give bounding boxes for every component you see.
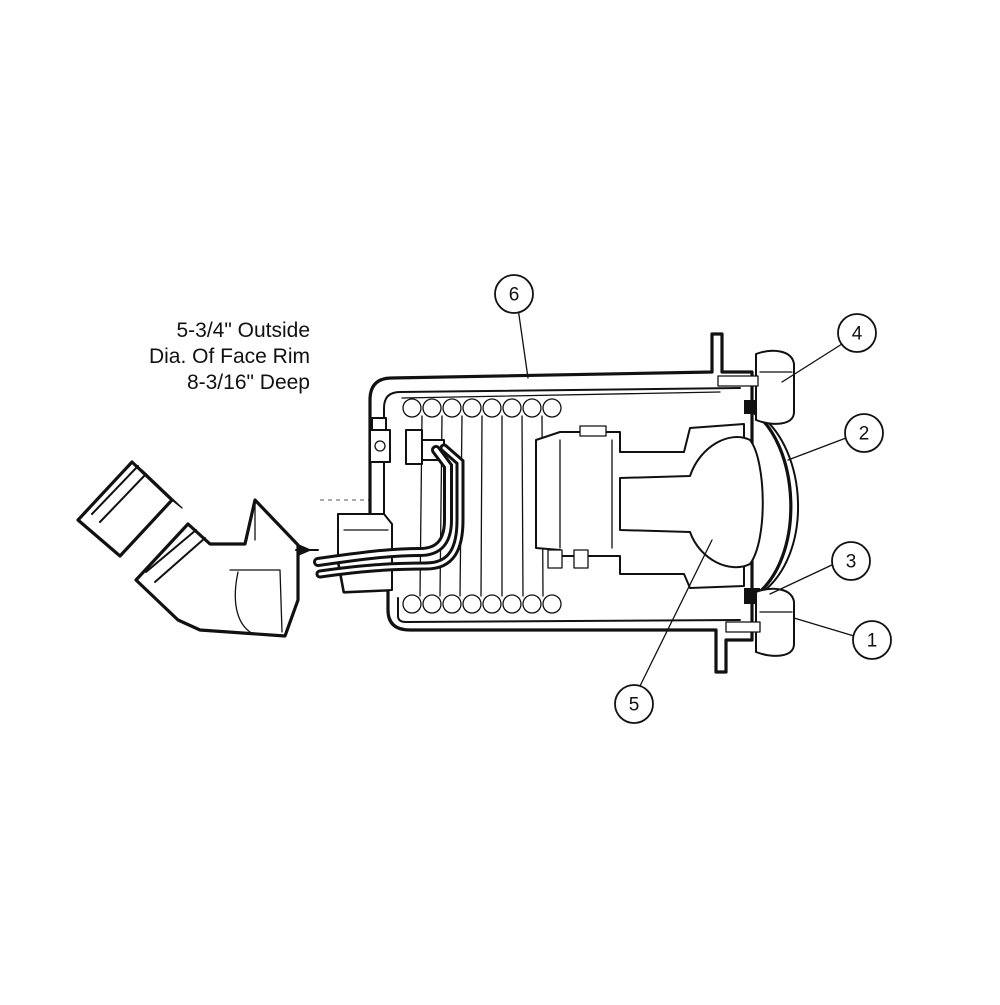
dimension-line-outside: 5-3/4" Outside — [176, 319, 310, 342]
power-cable — [313, 443, 465, 579]
cord-coil-top — [402, 398, 562, 418]
callout-2: 2 — [844, 413, 884, 453]
dimension-line-depth: 8-3/16" Deep — [186, 371, 310, 394]
callout-1: 1 — [852, 620, 892, 660]
callout-leaders — [517, 307, 855, 687]
leader-1 — [793, 617, 855, 637]
callout-6: 6 — [494, 274, 534, 314]
cord-coil-bottom — [402, 594, 562, 614]
callout-5: 5 — [614, 684, 654, 724]
lamp-bulb — [619, 436, 764, 569]
callout-1-label: 1 — [867, 631, 878, 652]
dimension-line-face-rim: Dia. Of Face Rim — [148, 345, 310, 368]
leader-6 — [517, 307, 529, 379]
leader-5 — [639, 539, 713, 687]
callout-6-label: 6 — [509, 285, 520, 306]
dimension-note: 5-3/4" Outside Dia. Of Face Rim 8-3/16" … — [149, 318, 310, 396]
leader-2 — [787, 437, 847, 461]
callout-2-label: 2 — [859, 424, 870, 445]
lens — [748, 408, 799, 600]
face-rim-screw-top — [717, 349, 795, 425]
leader-4 — [781, 343, 843, 383]
callout-4: 4 — [837, 313, 877, 353]
callout-3: 3 — [831, 541, 871, 581]
face-rim-screw-bottom — [725, 587, 795, 657]
callout-4-label: 4 — [852, 324, 863, 345]
callout-5-label: 5 — [629, 695, 640, 716]
callout-3-label: 3 — [846, 552, 857, 573]
leader-3 — [769, 563, 835, 595]
pipe-elbow-fitting — [76, 460, 319, 638]
